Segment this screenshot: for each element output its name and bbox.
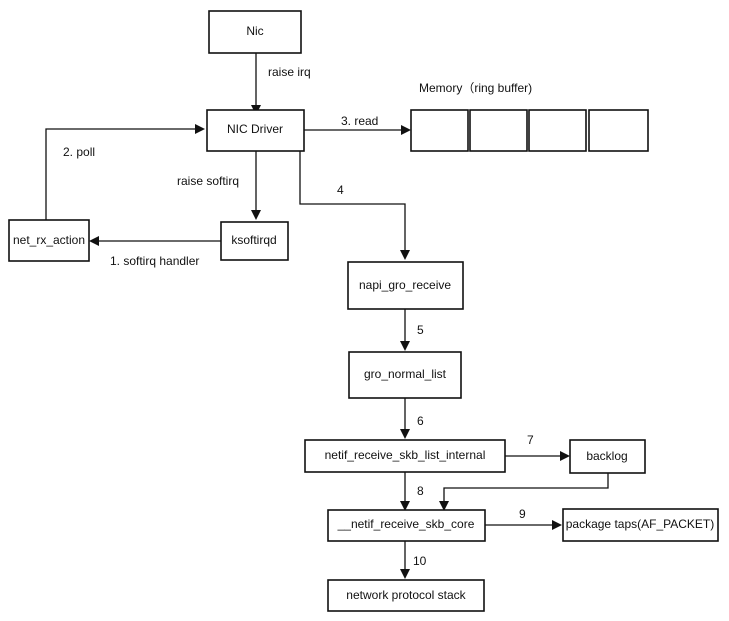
- node-napi-gro-receive-label: napi_gro_receive: [359, 278, 451, 292]
- edge-label-raise-irq: raise irq: [268, 65, 311, 79]
- node-net-rx-action: net_rx_action: [8, 219, 90, 262]
- edge-labels: raise irq 3. read raise softirq 2. poll …: [63, 65, 534, 568]
- node-gro-normal-list: gro_normal_list: [348, 351, 462, 399]
- edge-label-poll: 2. poll: [63, 145, 95, 159]
- edge-label-read: 3. read: [341, 114, 378, 128]
- node-netif-receive-skb-core-label: __netif_receive_skb_core: [337, 517, 475, 531]
- node-netif-receive-skb-core: __netif_receive_skb_core: [327, 509, 486, 542]
- node-net-rx-action-label: net_rx_action: [13, 233, 85, 247]
- node-package-taps: package taps(AF_PACKET): [562, 508, 719, 542]
- arrowhead-9: [552, 520, 562, 530]
- arrowhead-read: [401, 125, 411, 135]
- node-nic-driver-label: NIC Driver: [227, 122, 283, 136]
- node-backlog-label: backlog: [586, 449, 627, 463]
- node-netif-receive-skb-list-internal: netif_receive_skb_list_internal: [304, 439, 506, 473]
- node-package-taps-label: package taps(AF_PACKET): [566, 517, 715, 531]
- edge-poll: [45, 128, 196, 220]
- arrowhead-4: [400, 250, 410, 260]
- edges: [45, 53, 609, 579]
- arrowhead-softirq-handler: [89, 236, 99, 246]
- node-ksoftirqd: ksoftirqd: [220, 221, 289, 261]
- arrowhead-poll: [195, 124, 205, 134]
- arrowhead-backlog-to-core: [439, 501, 449, 511]
- memory-cell: [528, 109, 587, 152]
- arrowhead-raise-softirq: [251, 210, 261, 220]
- node-backlog: backlog: [569, 439, 646, 474]
- edge-label-8: 8: [417, 484, 424, 498]
- arrowhead-10: [400, 569, 410, 579]
- node-gro-normal-list-label: gro_normal_list: [364, 367, 447, 381]
- arrowhead-7: [560, 451, 570, 461]
- edge-label-5: 5: [417, 323, 424, 337]
- memory-ring-buffer: Memory（ring buffer): [410, 81, 649, 152]
- node-network-protocol-stack-label: network protocol stack: [346, 588, 466, 602]
- arrowhead-5: [400, 341, 410, 351]
- memory-cell: [410, 109, 469, 152]
- node-ksoftirqd-label: ksoftirqd: [231, 233, 276, 247]
- node-netif-receive-skb-list-internal-label: netif_receive_skb_list_internal: [325, 448, 486, 462]
- edge-4: [299, 150, 406, 251]
- node-nic-driver: NIC Driver: [206, 109, 305, 152]
- edge-backlog-to-core: [443, 473, 609, 502]
- node-network-protocol-stack: network protocol stack: [327, 579, 485, 612]
- arrowhead-6: [400, 429, 410, 439]
- edge-label-softirq-handler: 1. softirq handler: [110, 254, 199, 268]
- memory-label: Memory（ring buffer): [419, 81, 532, 95]
- edge-label-9: 9: [519, 507, 526, 521]
- arrowhead-8: [400, 501, 410, 511]
- edge-label-10: 10: [413, 554, 427, 568]
- memory-cell: [469, 109, 528, 152]
- node-nic-label: Nic: [246, 24, 263, 38]
- node-nic: Nic: [208, 10, 302, 54]
- edge-label-7: 7: [527, 433, 534, 447]
- edge-label-raise-softirq: raise softirq: [177, 174, 239, 188]
- edge-label-6: 6: [417, 414, 424, 428]
- memory-cell: [588, 109, 649, 152]
- node-napi-gro-receive: napi_gro_receive: [347, 261, 464, 310]
- edge-label-4: 4: [337, 183, 344, 197]
